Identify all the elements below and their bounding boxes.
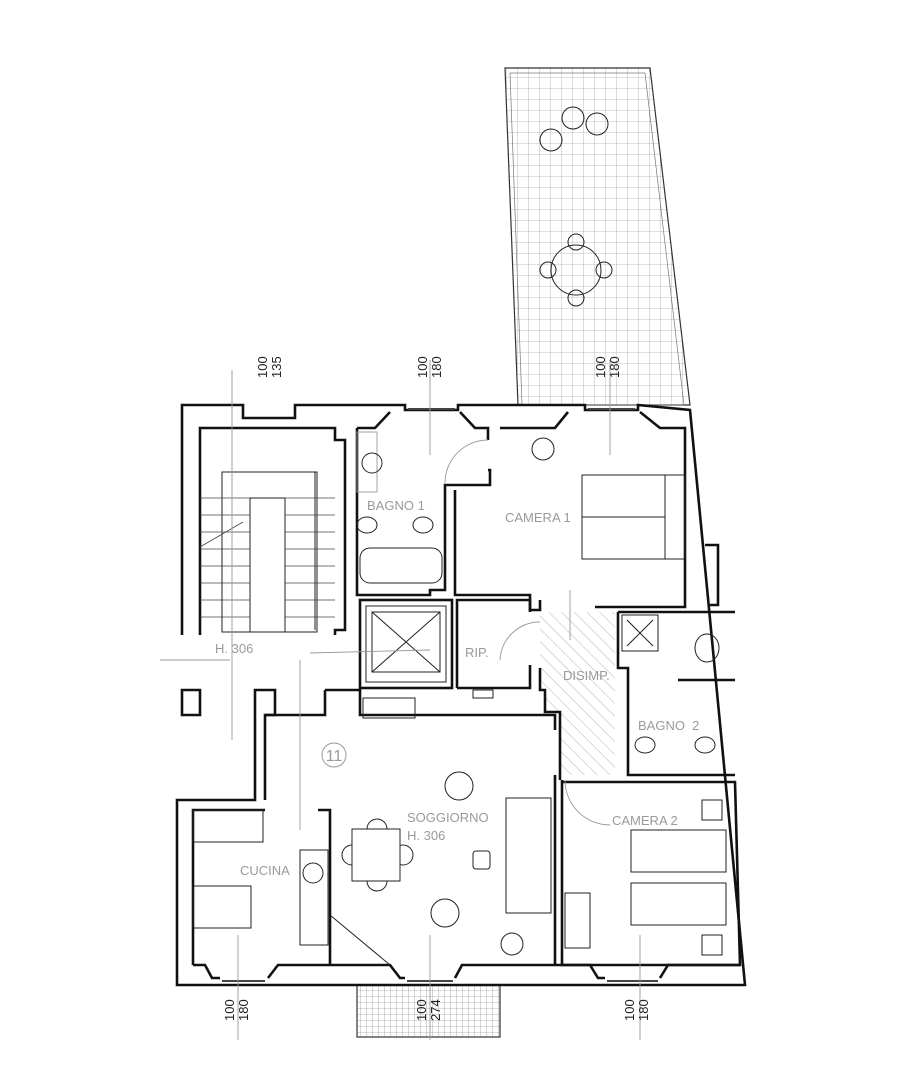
window-sill: 100 [415, 356, 430, 378]
window-sill: 100 [414, 999, 429, 1021]
window-dimension: 100 180 [415, 356, 444, 378]
unit-number: 11 [326, 748, 343, 765]
unit-number-circle [321, 742, 347, 768]
room-label-soggiorno: SOGGIORNO [407, 810, 489, 825]
window-dimension: 100 180 [222, 999, 251, 1021]
terrace-table-small [539, 106, 609, 152]
window-height: 135 [269, 356, 284, 378]
walls [175, 403, 747, 987]
window-height: 180 [607, 356, 622, 378]
room-label-hall-height: H. 306 [215, 641, 253, 656]
terrace [504, 67, 691, 406]
room-label-bagno-1: BAGNO 1 [367, 498, 425, 513]
room-label-camera-1: CAMERA 1 [505, 510, 571, 525]
door-swings [160, 360, 641, 1040]
room-label-camera-2: CAMERA 2 [612, 813, 678, 828]
window-height: 180 [636, 999, 651, 1021]
room-label-disimp: DISIMP. [563, 668, 610, 683]
window-sill: 100 [255, 356, 270, 378]
window-dimension: 100 180 [622, 999, 651, 1021]
windows [222, 408, 658, 982]
room-label-bagno-2: BAGNO 2 [638, 718, 699, 733]
window-dimension: 100 180 [593, 356, 622, 378]
room-label-soggiorno-height: H. 306 [407, 828, 445, 843]
window-height: 180 [429, 356, 444, 378]
window-height: 274 [428, 999, 443, 1021]
window-dimension: 100 135 [255, 356, 284, 378]
window-sill: 100 [622, 999, 637, 1021]
window-sill: 100 [222, 999, 237, 1021]
room-label-cucina: CUCINA [240, 863, 290, 878]
terrace-table-round [539, 233, 613, 307]
furniture [192, 431, 727, 956]
balcony [356, 984, 501, 1038]
window-dimension: 100 274 [414, 999, 443, 1021]
room-label-rip: RIP. [465, 645, 489, 660]
staircase [199, 471, 335, 633]
window-sill: 100 [593, 356, 608, 378]
window-height: 180 [236, 999, 251, 1021]
